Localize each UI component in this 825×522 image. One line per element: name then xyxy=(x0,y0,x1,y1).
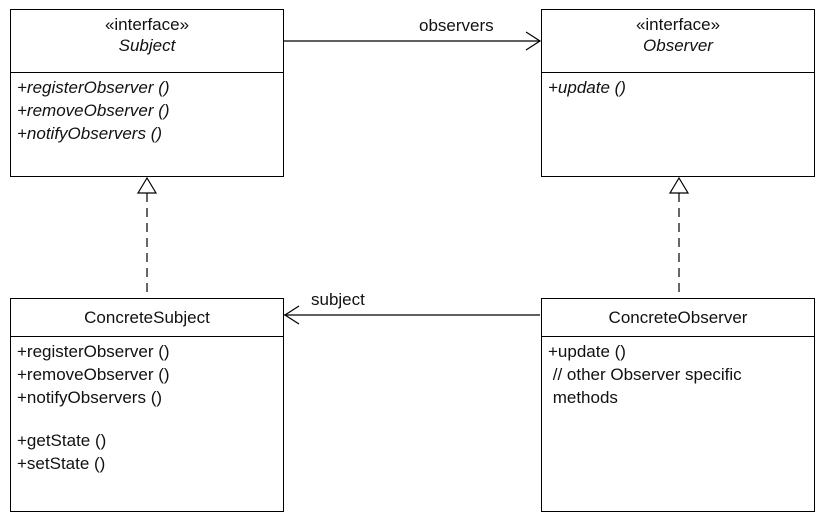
operation: +removeObserver () xyxy=(17,365,170,384)
class-name: ConcreteObserver xyxy=(608,308,748,327)
subject-interface-header: «interface» Subject xyxy=(11,10,283,73)
observer-interface-operations: +update () xyxy=(542,73,814,99)
observer-interface-box[interactable]: «interface» Observer +update () xyxy=(541,9,815,177)
subject-realization-triangle-icon xyxy=(136,176,158,194)
operation: +notifyObservers () xyxy=(17,388,163,407)
operation: +getState () xyxy=(17,431,107,450)
class-name: Subject xyxy=(118,36,176,55)
concrete-subject-box[interactable]: ConcreteSubject +registerObserver () +re… xyxy=(10,298,284,512)
concrete-observer-header: ConcreteObserver xyxy=(542,299,814,337)
subject-arrowhead-icon xyxy=(283,305,300,325)
concrete-subject-header: ConcreteSubject xyxy=(11,299,283,337)
operation: +update () xyxy=(548,342,626,361)
operation: +registerObserver () xyxy=(17,78,170,97)
subject-interface-box[interactable]: «interface» Subject +registerObserver ()… xyxy=(10,9,284,177)
operation: +update () xyxy=(548,78,626,97)
subject-role-label: subject xyxy=(311,290,365,309)
concrete-observer-operations: +update () // other Observer specific me… xyxy=(542,337,814,409)
concrete-subject-operations: +registerObserver () +removeObserver () … xyxy=(11,337,283,475)
operation-note: // other Observer specific xyxy=(548,365,742,384)
class-name: ConcreteSubject xyxy=(84,308,210,327)
operation-note: methods xyxy=(548,388,618,407)
stereotype-label: «interface» xyxy=(635,15,721,34)
observers-role-label: observers xyxy=(419,16,494,35)
observer-interface-header: «interface» Observer xyxy=(542,10,814,73)
operation: +removeObserver () xyxy=(17,101,170,120)
concrete-observer-box[interactable]: ConcreteObserver +update () // other Obs… xyxy=(541,298,815,512)
observer-realization-triangle-icon xyxy=(668,176,690,194)
operation: +registerObserver () xyxy=(17,342,170,361)
stereotype-label: «interface» xyxy=(104,15,190,34)
observers-arrowhead-icon xyxy=(525,31,542,51)
operation: +notifyObservers () xyxy=(17,124,163,143)
class-name: Observer xyxy=(643,36,713,55)
subject-interface-operations: +registerObserver () +removeObserver () … xyxy=(11,73,283,145)
operation-spacer xyxy=(17,409,283,429)
operation: +setState () xyxy=(17,454,106,473)
